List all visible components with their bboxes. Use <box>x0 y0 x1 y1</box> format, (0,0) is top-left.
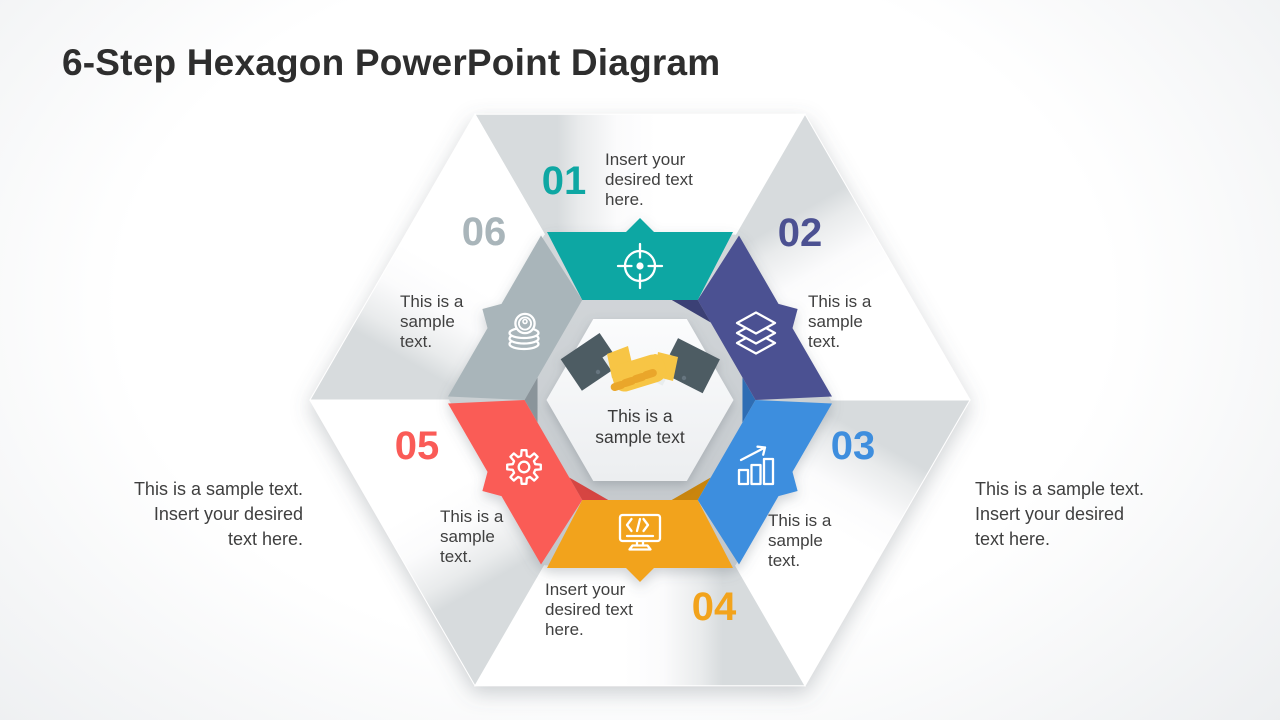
text-line: sample <box>808 312 863 331</box>
coins-icon <box>508 312 540 351</box>
text-line: sample text <box>595 427 685 447</box>
step-01-text: Insert your desired text here. <box>605 150 693 210</box>
step-01-chevron <box>547 218 733 300</box>
text-line: This is a sample text. <box>975 479 1145 499</box>
center-hexagon <box>546 319 734 481</box>
chevron-fold <box>742 377 756 423</box>
chevron-arrow <box>448 235 583 401</box>
step-06-text: This is a sample text. <box>400 292 463 352</box>
text-line: text. <box>768 551 801 570</box>
target-icon <box>616 242 664 290</box>
layers-icon <box>735 311 777 355</box>
chevron-fold <box>524 377 538 423</box>
text-line: text. <box>400 332 433 351</box>
handshake-icon <box>560 332 720 394</box>
step-03-number: 03 <box>830 424 876 468</box>
step-04-number: 04 <box>691 585 737 629</box>
text-line: This is a <box>607 406 673 426</box>
text-line: sample <box>400 312 455 331</box>
chevron-fold <box>671 300 711 323</box>
text-line: This is a sample text. <box>133 479 303 499</box>
chevron-fold <box>671 477 711 500</box>
text-line: text. <box>440 547 473 566</box>
text-line: Insert your desired <box>153 504 303 524</box>
text-line: Insert your <box>545 580 626 599</box>
step-06-chevron <box>448 235 583 423</box>
text-line: text. <box>808 332 841 351</box>
page-title: 6-Step Hexagon PowerPoint Diagram <box>62 42 721 83</box>
text-line: here. <box>605 190 644 209</box>
monitor-code-icon <box>618 513 662 551</box>
text-line: This is a <box>808 292 872 311</box>
step-02-number: 02 <box>777 211 823 255</box>
step-04-text: Insert your desired text here. <box>545 580 633 640</box>
left-caption: This is a sample text. Insert your desir… <box>134 477 303 552</box>
right-caption: This is a sample text. Insert your desir… <box>975 477 1144 552</box>
step-05-chevron <box>448 399 609 565</box>
text-line: desired text <box>545 600 633 619</box>
text-line: This is a <box>440 507 504 526</box>
text-line: here. <box>545 620 584 639</box>
step-06-number: 06 <box>461 210 507 254</box>
step-01-number: 01 <box>541 159 587 203</box>
text-line: Insert your <box>605 150 686 169</box>
step-05-number: 05 <box>394 424 440 468</box>
text-line: text here. <box>227 529 303 549</box>
text-line: text here. <box>975 529 1051 549</box>
text-line: This is a <box>768 511 832 530</box>
step-03-text: This is a sample text. <box>768 511 831 571</box>
step-05-text: This is a sample text. <box>440 507 503 567</box>
gear-icon <box>506 449 542 485</box>
chevron-arrow <box>448 399 583 565</box>
text-line: desired text <box>605 170 693 189</box>
text-line: Insert your desired <box>975 504 1125 524</box>
step-02-text: This is a sample text. <box>808 292 871 352</box>
chevron-ring <box>448 218 832 582</box>
chevron-arrow <box>547 218 733 300</box>
center-label: This is a sample text <box>595 406 684 448</box>
growth-chart-icon <box>737 445 775 486</box>
text-line: sample <box>440 527 495 546</box>
text-line: sample <box>768 531 823 550</box>
chevron-fold <box>569 477 609 500</box>
text-line: This is a <box>400 292 464 311</box>
